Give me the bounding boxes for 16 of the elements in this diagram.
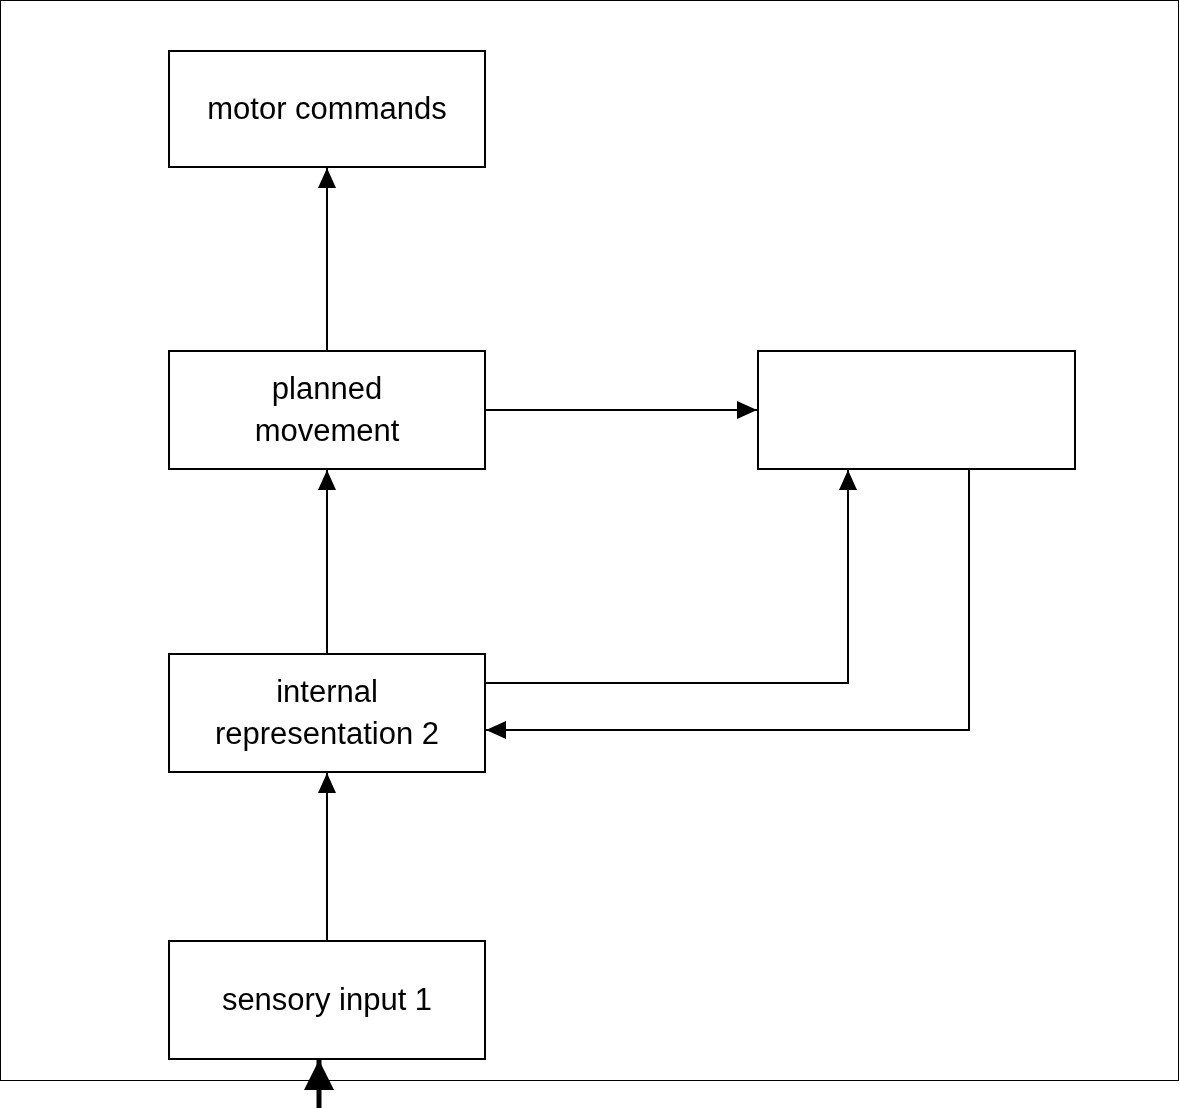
- box-label: planned movement: [253, 370, 401, 450]
- box-label: internal representation 2: [213, 673, 440, 753]
- process-box: [168, 653, 486, 773]
- arrow: [485, 401, 758, 419]
- arrow: [304, 1060, 334, 1108]
- arrow: [485, 469, 857, 684]
- box-label: motor commands: [207, 90, 447, 128]
- process-box: [168, 50, 486, 168]
- process-box: [168, 940, 486, 1060]
- box-label: sensory input 1: [221, 981, 433, 1019]
- arrow: [318, 772, 336, 941]
- process-box: [168, 350, 486, 470]
- process-box: [757, 350, 1076, 470]
- arrow: [318, 167, 336, 351]
- arrow: [485, 469, 970, 739]
- arrow: [318, 469, 336, 654]
